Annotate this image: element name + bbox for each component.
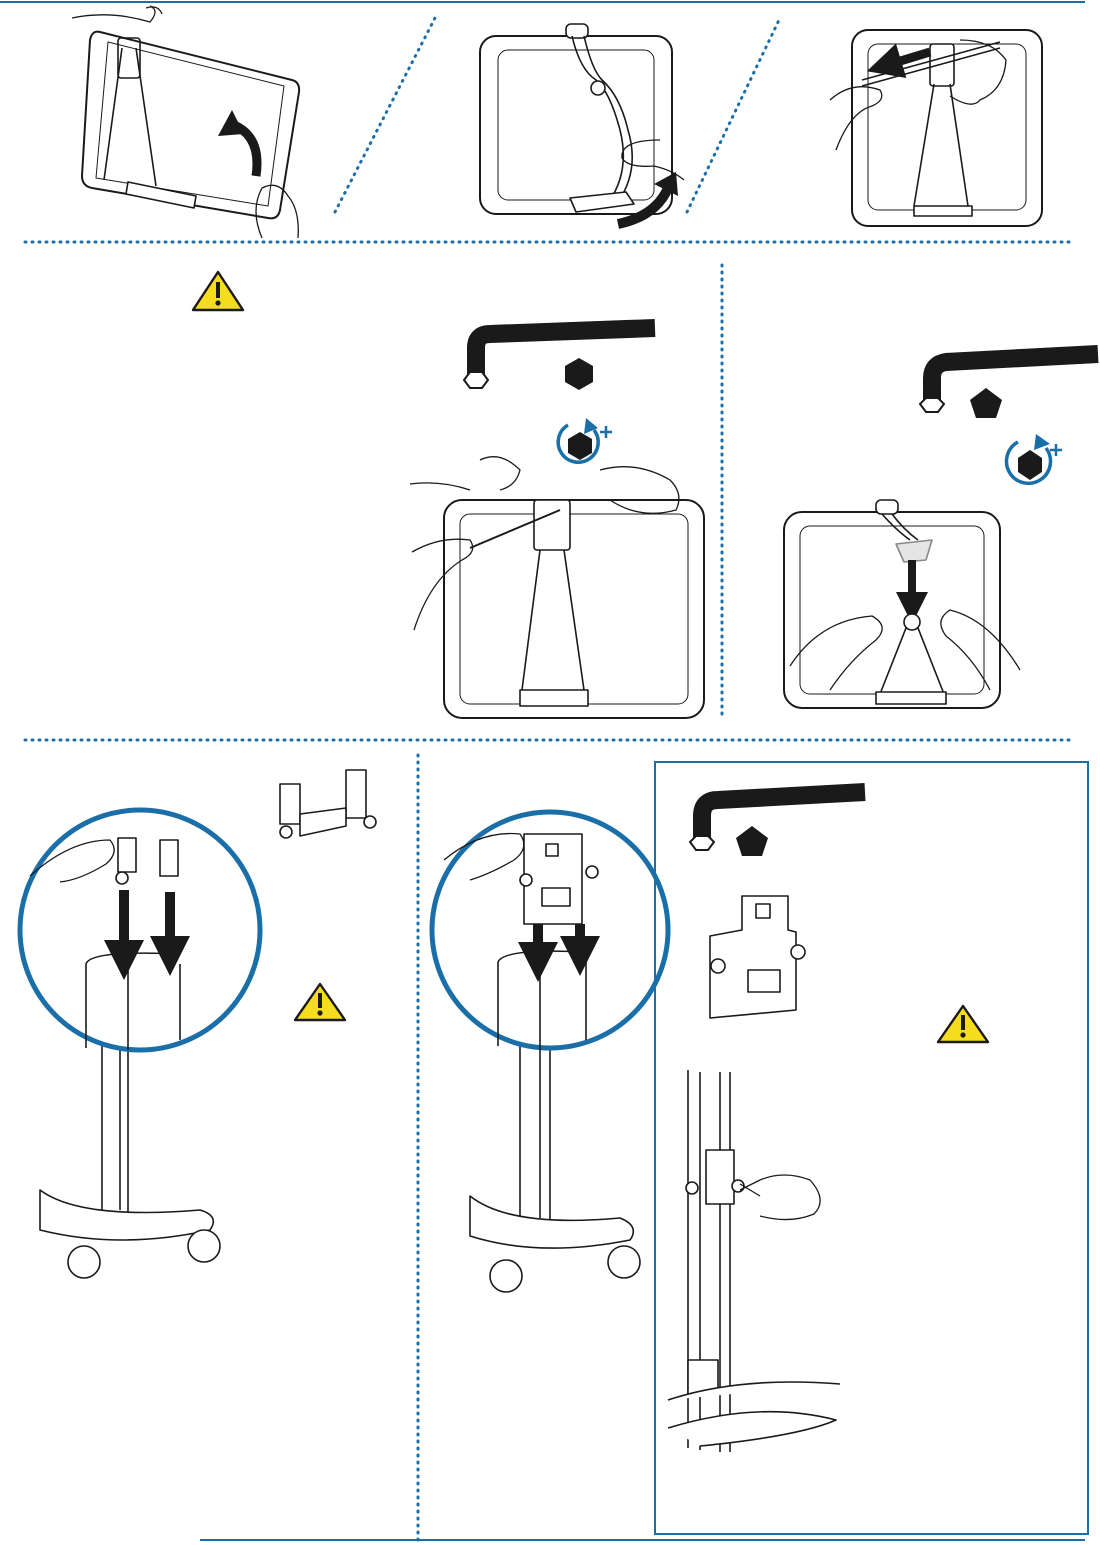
hand-top [72, 6, 162, 22]
hang-clamp [930, 44, 954, 86]
cart-wheel [608, 1246, 640, 1278]
hex-key-icon [464, 328, 655, 388]
panel-separators [25, 18, 1072, 1540]
hang-clamp [534, 500, 570, 550]
warning-triangle-icon [295, 984, 345, 1020]
cart-wheel [68, 1246, 100, 1278]
monitor-back [784, 512, 1000, 708]
pentagon-icon [736, 826, 768, 856]
bracket-on-pole [706, 1150, 734, 1204]
hexagon-icon [565, 358, 593, 390]
warning-triangle-icon [938, 1006, 988, 1042]
large-bracket-detail [710, 896, 805, 1018]
step-7-panel [432, 762, 1088, 1534]
step-5-panel [784, 354, 1098, 708]
small-bracket-detail [280, 770, 376, 838]
monitor-back [444, 500, 704, 718]
hand-with-key [740, 1175, 820, 1220]
cart-wheel [188, 1230, 220, 1262]
pole-closeup [668, 1070, 840, 1452]
step-6-panel [20, 770, 376, 1278]
step-2-panel [480, 24, 684, 224]
cart-base [40, 1190, 213, 1240]
hex-key-icon [690, 792, 865, 850]
step-1-panel [72, 6, 299, 238]
cart-base [470, 1196, 633, 1248]
monitor-tilted [82, 32, 299, 219]
clamp-knob [904, 614, 920, 630]
cart-wheel [490, 1260, 522, 1292]
monitor-back [480, 36, 672, 214]
step-3-panel [830, 30, 1042, 226]
rotate-clockwise-plus-icon [558, 418, 612, 462]
hex-key-icon [920, 354, 1098, 412]
cart-pole [470, 1040, 640, 1292]
top-clip [876, 500, 898, 514]
bracket-in-zoom [118, 838, 136, 872]
step-4-panel [193, 272, 704, 718]
rotate-clockwise-plus-icon [1007, 434, 1062, 483]
cart-pole [40, 1040, 220, 1278]
clamp-knob [591, 81, 605, 95]
warning-triangle-icon [193, 272, 243, 310]
zoom-circle [20, 810, 260, 1050]
pentagon-icon [970, 388, 1002, 418]
